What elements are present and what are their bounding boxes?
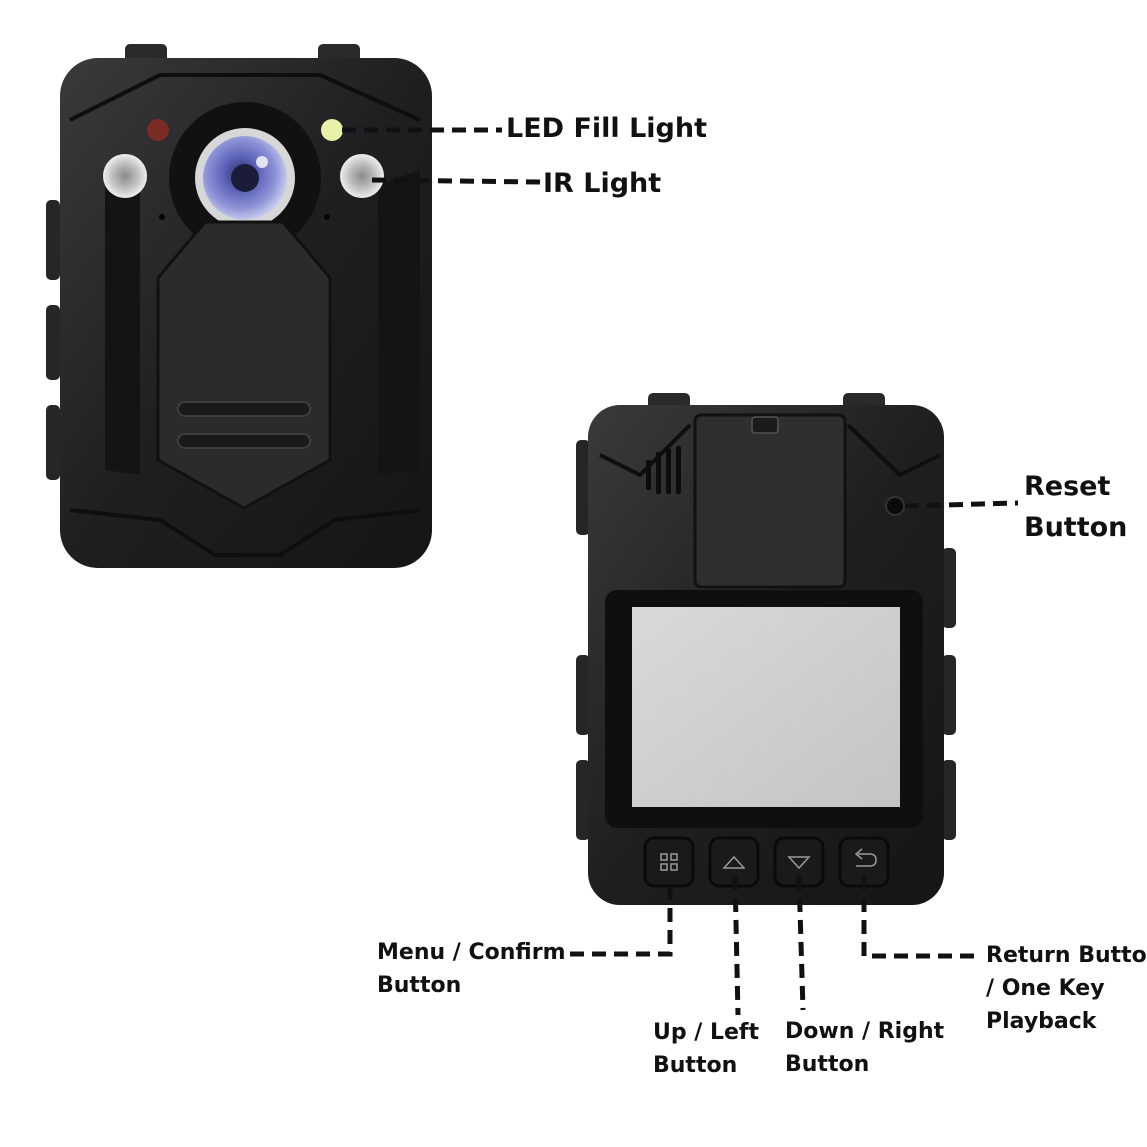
side-button [942, 548, 956, 628]
side-button [942, 655, 956, 735]
front-bezel-line [69, 73, 421, 122]
clip-grip-line [177, 433, 311, 449]
label-led-fill-light: LED Fill Light [506, 112, 707, 146]
leader-line-reset [904, 500, 1019, 509]
label-up-left-button: Up / Left Button [653, 1016, 759, 1082]
front-side-rail-left [105, 170, 140, 475]
lens-center [231, 164, 259, 192]
back-clip [693, 413, 847, 589]
label-return-line: Return Button [986, 943, 1147, 968]
front-side-rail-right [378, 170, 420, 475]
camera-front-view [46, 44, 432, 568]
side-button [46, 200, 60, 280]
label-ir-light-text: IR Light [543, 168, 662, 199]
front-bottom-edge [69, 508, 421, 557]
camera-back-view [576, 393, 956, 905]
label-ir-light: IR Light [543, 167, 661, 201]
label-down-right-button: Down / Right Button [785, 1015, 944, 1081]
leader-lines [342, 127, 1019, 1016]
mic-hole [159, 214, 165, 220]
mic-hole [324, 214, 330, 220]
leader-line-down [796, 875, 806, 1011]
label-menu-confirm-button: Menu / Confirm Button [377, 936, 566, 1002]
label-reset-button: Reset Button [1024, 466, 1127, 548]
ir-light-left [103, 154, 147, 198]
lens-highlight [256, 156, 268, 168]
back-bezel-line-left [599, 423, 692, 478]
back-clip-slot [751, 416, 779, 434]
up-arrow-icon [722, 855, 746, 869]
label-return-line: Playback [986, 1009, 1097, 1034]
lcd-screen [632, 607, 900, 807]
label-menu-line: Menu / Confirm [377, 940, 566, 965]
label-up-line: Up / Left [653, 1020, 759, 1045]
leader-line-ir [371, 177, 541, 185]
front-clip-plate [156, 220, 332, 510]
menu-confirm-button [643, 836, 695, 888]
reset-button [885, 496, 905, 516]
side-button [576, 655, 590, 735]
label-reset-line: Button [1024, 512, 1128, 543]
clip-grip-line [177, 401, 311, 417]
label-menu-line: Button [377, 973, 462, 998]
label-return-line: / One Key [986, 976, 1105, 1001]
side-button [46, 405, 60, 480]
label-down-line: Down / Right [785, 1019, 945, 1044]
side-button [576, 760, 590, 840]
leader-line-return [861, 876, 980, 959]
led-fill-light [321, 119, 343, 141]
label-led-fill-light-text: LED Fill Light [506, 113, 707, 144]
speaker-grille [646, 446, 681, 494]
back-bezel-line-right [846, 423, 941, 478]
label-up-line: Button [653, 1053, 738, 1078]
down-arrow-icon [787, 856, 811, 870]
leader-line-menu [560, 886, 673, 957]
label-return-button: Return Button / One Key Playback [986, 939, 1147, 1038]
menu-grid-icon [660, 853, 678, 871]
side-button [46, 305, 60, 380]
return-arrow-icon [854, 848, 877, 867]
label-down-line: Button [785, 1052, 870, 1077]
leader-line-up [732, 875, 741, 1016]
side-button [576, 440, 590, 535]
red-sensor [147, 119, 169, 141]
ir-light-right [340, 154, 384, 198]
label-reset-line: Reset [1024, 471, 1111, 502]
side-button [942, 760, 956, 840]
